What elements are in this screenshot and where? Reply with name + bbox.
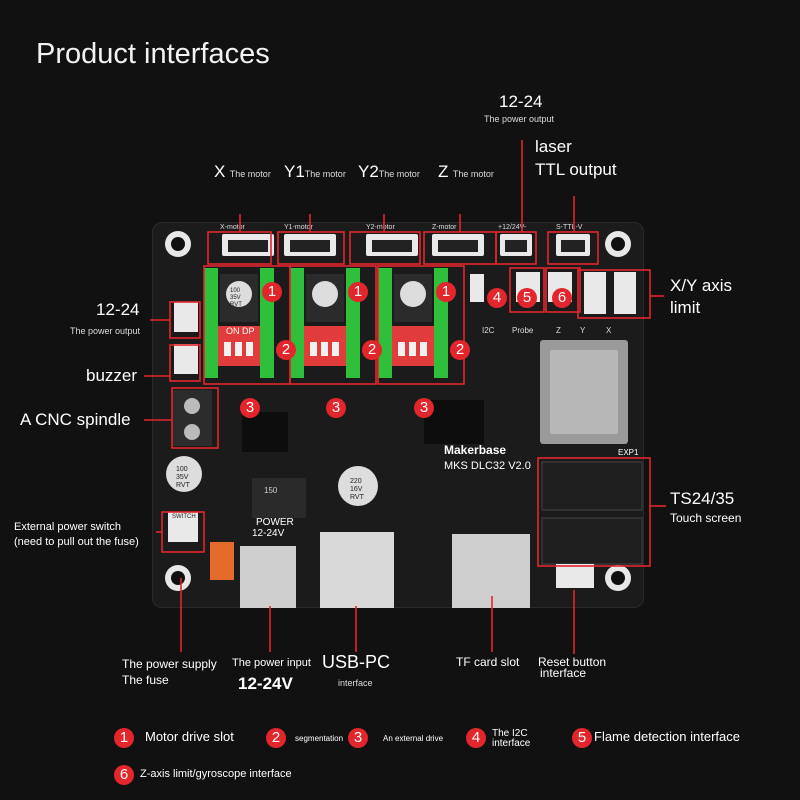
board-cap1-label: 100 35V RVT bbox=[230, 288, 242, 308]
label-reset-interface: interface bbox=[540, 666, 587, 680]
board-i2c-label: I2C bbox=[482, 326, 495, 335]
legend-5-text: Flame detection interface bbox=[594, 729, 740, 744]
label-power-switch-note: (need to pull out the fuse) bbox=[14, 536, 139, 548]
label-fuse-line2: The fuse bbox=[122, 673, 169, 687]
board-power-label: POWER bbox=[256, 517, 294, 528]
label-y2-motor: Y2The motor bbox=[358, 162, 420, 181]
marker-2-x: 2 bbox=[276, 340, 296, 360]
legend-5-number: 5 bbox=[572, 728, 592, 748]
label-touch-screen: Touch screen bbox=[670, 511, 742, 525]
board-dp-label: DP bbox=[242, 326, 255, 336]
marker-2-y1: 2 bbox=[362, 340, 382, 360]
board-brand: Makerbase bbox=[444, 443, 507, 457]
board-on-label: ON bbox=[226, 326, 240, 336]
board-model: MKS DLC32 V2.0 bbox=[444, 460, 531, 472]
page-title: Product interfaces bbox=[36, 38, 270, 70]
board-v-out-label: +12/24V- bbox=[498, 224, 527, 231]
label-xy-limit-line2: limit bbox=[670, 298, 701, 317]
marker-4: 4 bbox=[487, 288, 507, 308]
marker-1-x: 1 bbox=[262, 282, 282, 302]
label-ttl-output: TTL output bbox=[535, 160, 617, 179]
board-cap3-label: 100 35V RVT bbox=[176, 466, 190, 489]
label-power-input-voltage: 12-24V bbox=[238, 674, 293, 693]
label-laser: laser bbox=[535, 137, 572, 156]
marker-3-y1: 3 bbox=[326, 398, 346, 418]
label-power-output-left: 12-24 bbox=[96, 300, 140, 319]
label-cnc-spindle: A CNC spindle bbox=[20, 410, 131, 429]
board-switch-label: SWITCH bbox=[172, 514, 196, 520]
board-x-label: X bbox=[606, 326, 612, 335]
legend-3-text: An external drive bbox=[383, 734, 444, 743]
marker-5: 5 bbox=[517, 288, 537, 308]
marker-1-y2: 1 bbox=[436, 282, 456, 302]
board-cap2-label: 220 16V RVT bbox=[350, 478, 364, 501]
legend-6-text: Z-axis limit/gyroscope interface bbox=[140, 768, 292, 780]
board-exp1-label: EXP1 bbox=[618, 448, 639, 457]
board-y1-motor-label: Y1-motor bbox=[284, 224, 313, 231]
marker-1-y1: 1 bbox=[348, 282, 368, 302]
legend-2-text: segmentation bbox=[295, 734, 344, 743]
controller-board: Makerbase MKS DLC32 V2.0 POWER 12-24V EX… bbox=[152, 222, 644, 608]
label-ts: TS24/35 bbox=[670, 489, 735, 508]
label-usb-pc: USB-PC bbox=[322, 652, 391, 672]
board-z-label: Z bbox=[556, 326, 561, 335]
legend-4-number: 4 bbox=[466, 728, 486, 748]
board-x-motor-label: X-motor bbox=[220, 224, 245, 231]
marker-3-y2: 3 bbox=[414, 398, 434, 418]
board-illustration bbox=[165, 231, 643, 608]
mounting-holes bbox=[165, 231, 631, 591]
label-power-input: The power input bbox=[232, 657, 311, 669]
label-z-motor: Z The motor bbox=[438, 162, 494, 181]
label-power-switch: External power switch bbox=[14, 521, 121, 533]
label-x-motor: X The motor bbox=[214, 162, 271, 181]
label-power-output-top-caption: The power output bbox=[484, 114, 555, 124]
board-power-voltage: 12-24V bbox=[252, 528, 285, 539]
legend-4-text: The I2C interface bbox=[492, 728, 531, 749]
board-probe-label: Probe bbox=[512, 326, 534, 335]
board-inductor-label: 150 bbox=[264, 486, 278, 495]
marker-6: 6 bbox=[552, 288, 572, 308]
label-power-output-left-caption: The power output bbox=[70, 326, 141, 336]
legend-1-number: 1 bbox=[114, 728, 134, 748]
board-y-label: Y bbox=[580, 326, 586, 335]
label-usb-interface: interface bbox=[338, 678, 373, 688]
label-y1-motor: Y1The motor bbox=[284, 162, 346, 181]
label-xy-limit: X/Y axis bbox=[670, 276, 733, 295]
legend-6-number: 6 bbox=[114, 765, 134, 785]
label-power-output-top: 12-24 bbox=[499, 92, 543, 111]
legend-3-number: 3 bbox=[348, 728, 368, 748]
board-laser-header-label: S-TTL-V bbox=[556, 224, 583, 231]
legend-1-text: Motor drive slot bbox=[145, 729, 234, 744]
legend-2-number: 2 bbox=[266, 728, 286, 748]
board-z-motor-label: Z-motor bbox=[432, 224, 457, 231]
label-reset-button: Reset button bbox=[538, 655, 607, 669]
label-buzzer: buzzer bbox=[86, 366, 138, 385]
marker-3-x: 3 bbox=[240, 398, 260, 418]
label-tf-card-slot: TF card slot bbox=[456, 655, 520, 669]
board-y2-motor-label: Y2-motor bbox=[366, 224, 395, 231]
label-fuse-line1: The power supply bbox=[122, 657, 217, 671]
marker-2-y2: 2 bbox=[450, 340, 470, 360]
